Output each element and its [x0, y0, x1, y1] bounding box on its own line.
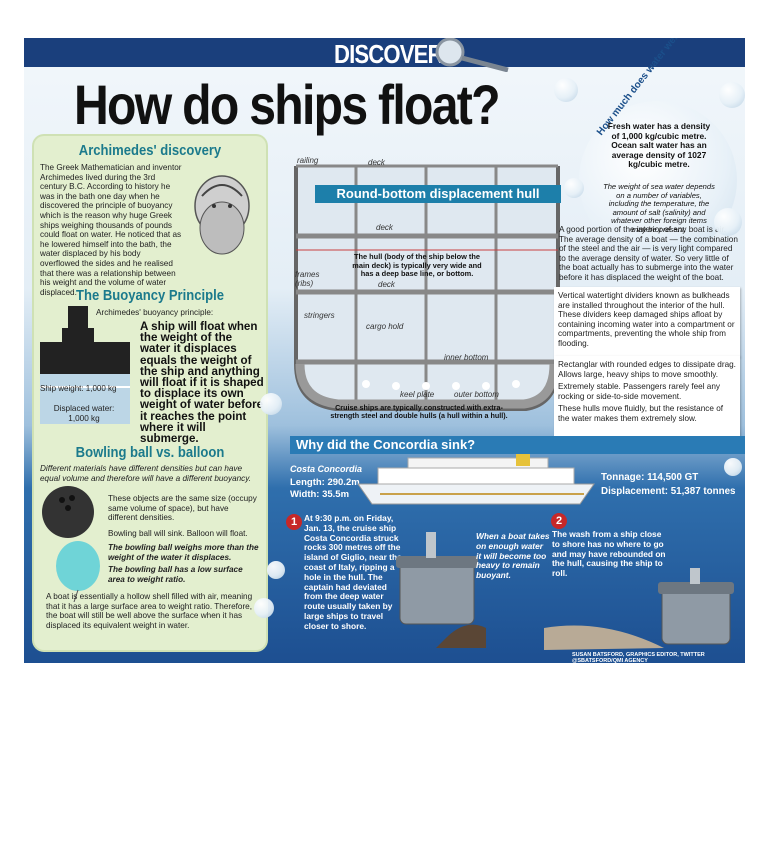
- deck-label-top: deck: [368, 158, 385, 167]
- bubble: [724, 458, 742, 476]
- rebound-ship-icon: [544, 568, 734, 650]
- ship-weight-label: Ship weight: 1,000 kg: [40, 384, 117, 393]
- buoyancy-principle: A ship will float when the weight of the…: [140, 320, 264, 446]
- ship-diagram-icon: [40, 306, 130, 424]
- bowling-p5: A boat is essentially a hollow shell fil…: [46, 592, 253, 630]
- ship-name: Costa Concordia: [290, 464, 363, 474]
- credit-line: SUSAN BATSFORD, GRAPHICS EDITOR, TWITTER…: [572, 652, 705, 663]
- outer-bottom-label: outer bottom: [454, 390, 499, 399]
- step-1-badge: 1: [286, 514, 302, 530]
- ship-displacement: Displacement: 51,387 tonnes: [601, 486, 736, 497]
- hull-features-box: Rectanglar with rounded edges to dissipa…: [554, 356, 740, 436]
- keel-plate-label: keel plate: [400, 390, 435, 399]
- bowling-ball-balloon-icon: [42, 486, 100, 602]
- left-panel: Archimedes' discovery The Greek Mathemat…: [34, 136, 266, 650]
- bowling-heading: Bowling ball vs. balloon: [75, 445, 225, 461]
- bubble: [254, 598, 274, 618]
- archimedes-bust-icon: [194, 175, 250, 255]
- bubble: [714, 208, 742, 236]
- hull-diagram: [294, 164, 560, 411]
- hull-caption: Cruise ships are typically constructed w…: [330, 403, 508, 421]
- feature-1: Rectanglar with rounded edges to dissipa…: [558, 360, 736, 379]
- page-title: How do ships float?: [74, 73, 501, 136]
- archimedes-text: The Greek Mathematician and inventor Arc…: [40, 163, 182, 297]
- buoyancy-intro: Archimedes' buoyancy principle:: [96, 308, 214, 317]
- ship-tonnage: Tonnage: 114,500 GT: [601, 472, 699, 483]
- bubble: [564, 178, 584, 198]
- bowling-p4: The bowling ball has a low surface area …: [108, 565, 243, 584]
- bulkheads-text: Vertical watertight dividers known as bu…: [558, 291, 735, 348]
- air-text: A good portion of the interior of any bo…: [559, 225, 738, 282]
- bubble: [260, 393, 282, 415]
- step-2-badge: 2: [551, 513, 567, 529]
- stringers-label: stringers: [304, 311, 335, 320]
- feature-2: Extremely stable. Passengers rarely feel…: [558, 382, 721, 401]
- bubble: [267, 561, 285, 579]
- mid-note: When a boat takes on enough water it wil…: [476, 531, 550, 581]
- concordia-heading: Why did the Concordia sink?: [296, 437, 476, 452]
- hull-body-note: The hull (body of the ship below the mai…: [352, 252, 482, 279]
- hull-title: Round-bottom displacement hull: [315, 185, 561, 203]
- bowling-p2: Bowling ball will sink. Balloon will flo…: [108, 529, 248, 538]
- infographic: DISCOVERY How do ships float? Archimedes…: [24, 38, 745, 663]
- cruise-ship-icon: [358, 454, 595, 505]
- displaced-water-label: Displaced water: 1,000 kg: [53, 404, 115, 423]
- water-weight-note: The weight of sea water depends on a num…: [603, 182, 715, 234]
- sinking-ship-icon: [396, 532, 486, 648]
- bubble: [554, 78, 578, 102]
- step-2-text: The wash from a ship close to shore has …: [552, 529, 666, 579]
- ship-length: Length: 290.2m: [290, 477, 360, 488]
- bowling-p3: The bowling ball weighs more than the we…: [108, 543, 259, 562]
- concordia-banner: Why did the Concordia sink?: [290, 436, 745, 454]
- cargo-hold-label: cargo hold: [366, 322, 404, 331]
- magnifying-glass-icon: [435, 38, 509, 72]
- feature-3: These hulls move fluidly, but the resist…: [558, 404, 724, 423]
- deck-label-mid: deck: [376, 223, 393, 232]
- water-weight-circle: How much does water weigh? Fresh water h…: [579, 38, 737, 259]
- bubble: [719, 82, 745, 108]
- buoyancy-heading: The Buoyancy Principle: [76, 288, 224, 304]
- archimedes-heading: Archimedes' discovery: [78, 143, 222, 159]
- bulkheads-box: Vertical watertight dividers known as bu…: [554, 287, 740, 357]
- ship-width: Width: 35.5m: [290, 489, 350, 500]
- frames-label: frames (ribs): [295, 270, 320, 288]
- inner-bottom-label: inner bottom: [444, 353, 489, 362]
- deck-label-low: deck: [378, 280, 395, 289]
- water-weight-text: Fresh water has a density of 1,000 kg/cu…: [607, 121, 711, 170]
- railing-label: railing: [297, 156, 319, 165]
- header-banner: DISCOVERY: [24, 38, 745, 72]
- bowling-intro: Different materials have different densi…: [40, 464, 252, 483]
- bowling-p1: These objects are the same size (occupy …: [108, 494, 257, 523]
- step-1-text: At 9:30 p.m. on Friday, Jan. 13, the cru…: [304, 513, 402, 631]
